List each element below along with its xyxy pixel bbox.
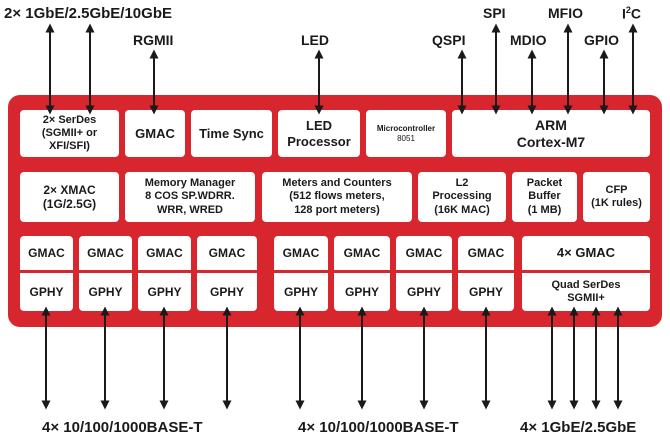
left-ports-label: 4× 10/100/1000BASE-T [42,419,203,436]
serdes-block: 2× SerDes (SGMII+ or XFI/SFI) [20,110,119,157]
microcontroller-model: 8051 [397,133,415,143]
time-sync-block: Time Sync [191,110,272,157]
gphy-port-8: GPHY [458,273,514,311]
gmac-port-3: GMAC [138,236,191,270]
gphy-port-3: GPHY [138,273,191,311]
gmac-top-block: GMAC [125,110,185,157]
gphy-port-2: GPHY [79,273,132,311]
gmac-x4-block: 4× GMAC [522,236,650,270]
led-processor-block: LED Processor [278,110,360,157]
quad-serdes-block: Quad SerDes SGMII+ [522,273,650,311]
gmac-port-7: GMAC [396,236,452,270]
gphy-port-7: GPHY [396,273,452,311]
mdio-label: MDIO [510,32,547,48]
cfp-block: CFP (1K rules) [583,172,650,222]
gmac-port-4: GMAC [197,236,257,270]
gmac-port-5: GMAC [274,236,328,270]
l2-processing-block: L2 Processing (16K MAC) [418,172,506,222]
i2c-label-end: C [630,5,642,22]
gpio-label: GPIO [584,32,620,48]
spi-label: SPI [483,5,506,21]
packet-buffer-block: Packet Buffer (1 MB) [512,172,577,222]
microcontroller-block: Microcontroller 8051 [366,110,446,157]
right-ports-label: 4× 1GbE/2.5GbE [520,419,637,436]
xmac-block: 2× XMAC (1G/2.5G) [20,172,119,222]
gphy-port-1: GPHY [20,273,73,311]
gphy-port-5: GPHY [274,273,328,311]
gmac-port-1: GMAC [20,236,73,270]
gmac-port-6: GMAC [334,236,390,270]
mfio-label: MFIO [548,5,583,21]
led-label: LED [301,32,329,48]
arm-cortex-block: ARM Cortex-M7 [452,110,650,157]
qspi-label: QSPI [432,32,466,48]
gmac-port-8: GMAC [458,236,514,270]
gphy-port-6: GPHY [334,273,390,311]
mid-ports-label: 4× 10/100/1000BASE-T [298,419,459,436]
rgmii-label: RGMII [133,32,174,48]
i2c-label-superscript: 2 [625,5,631,15]
memory-manager-block: Memory Manager 8 COS SP.WDRR. WRR, WRED [125,172,255,222]
meters-counters-block: Meters and Counters (512 flows meters, 1… [262,172,412,222]
microcontroller-name: Microcontroller [376,123,436,133]
gmac-port-2: GMAC [79,236,132,270]
i2c-label: I2C [622,6,641,21]
serdes-ports-label: 2× 1GbE/2.5GbE/10GbE [4,5,172,22]
i2c-label-main: I [622,5,626,22]
gphy-port-4: GPHY [197,273,257,311]
